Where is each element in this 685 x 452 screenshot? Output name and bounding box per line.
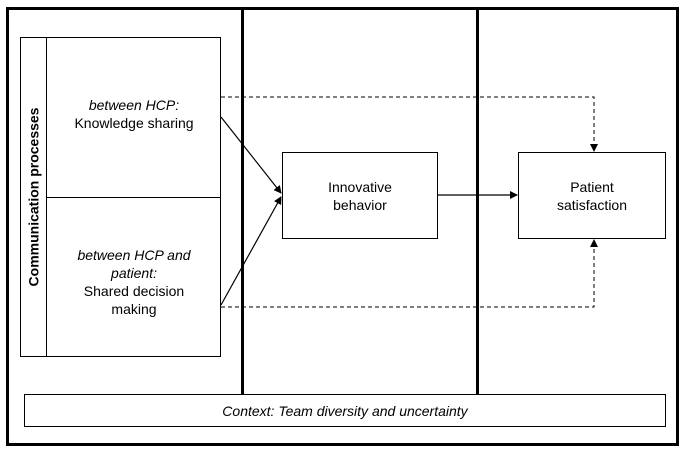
patient-qualifier-line1: between HCP and [77, 247, 191, 263]
satisfaction-line2: satisfaction [556, 196, 628, 213]
dashed-arrow-knowledge-to-satisfaction [221, 96, 598, 152]
hcp-qualifier: between HCP: [88, 96, 180, 113]
shared-decision-block: between HCP and patient: Shared decision… [47, 198, 221, 356]
context-label: Context: Team diversity and uncertainty [222, 402, 468, 419]
shared-decision-label-line1: Shared decision [83, 283, 185, 299]
knowledge-sharing-label: Knowledge sharing [74, 114, 194, 131]
arrow-knowledge-to-innovative [220, 116, 282, 194]
column-divider-right [476, 7, 479, 394]
innovative-line1: Innovative [328, 178, 392, 195]
outer-frame [6, 7, 679, 446]
arrow-shared-to-innovative [220, 196, 282, 306]
dashed-arrow-shared-to-satisfaction [221, 239, 598, 308]
innovative-line2: behavior [333, 196, 387, 213]
satisfaction-line1: Patient [570, 178, 614, 195]
shared-decision-label-line2: making [111, 301, 157, 317]
column-divider-left [241, 7, 244, 394]
context-bar: Context: Team diversity and uncertainty [24, 394, 666, 427]
innovative-behavior-box: Innovative behavior [282, 152, 438, 239]
knowledge-sharing-block: between HCP: Knowledge sharing [47, 38, 221, 197]
patient-satisfaction-box: Patient satisfaction [518, 152, 666, 239]
block-divider [46, 197, 221, 198]
patient-qualifier-line2: patient: [111, 265, 157, 281]
